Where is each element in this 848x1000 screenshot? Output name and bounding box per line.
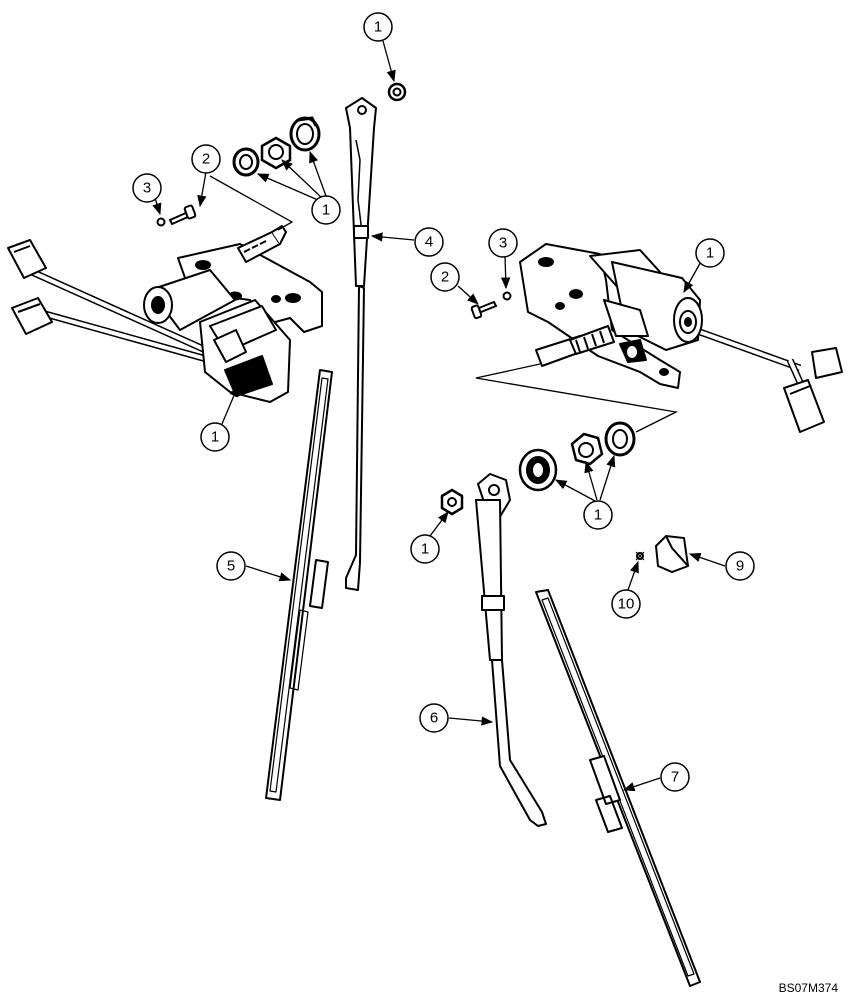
- callout-1-left-motor: 1: [200, 422, 230, 452]
- callout-7-right-blade: 7: [660, 762, 690, 792]
- callout-2-right-washer: 2: [430, 262, 460, 292]
- svg-text:3: 3: [143, 180, 151, 197]
- callout-10-screw: 10: [611, 589, 641, 619]
- callout-1-right-nut: 1: [410, 534, 440, 564]
- drawing-reference-number: BS07M374: [779, 981, 839, 995]
- svg-text:1: 1: [706, 245, 714, 262]
- left-wiper-arm: [345, 97, 377, 591]
- svg-text:4: 4: [425, 234, 433, 251]
- right-mounting-hardware: [440, 291, 690, 574]
- svg-text:3: 3: [499, 235, 507, 252]
- left-wiper-blade: [265, 369, 333, 801]
- right-wiper-blade: [535, 589, 701, 987]
- right-wiper-arm: [475, 473, 547, 827]
- svg-text:1: 1: [594, 507, 602, 524]
- svg-text:2: 2: [202, 151, 210, 168]
- callout-1-left-hardware: 1: [311, 195, 341, 225]
- svg-text:10: 10: [618, 596, 635, 613]
- callout-3-left-bolt: 3: [132, 173, 162, 203]
- svg-text:1: 1: [211, 429, 219, 446]
- callout-1-right-motor: 1: [695, 238, 725, 268]
- right-wiper-motor: [519, 243, 843, 433]
- callout-9-clip: 9: [725, 551, 755, 581]
- svg-text:9: 9: [736, 558, 744, 575]
- callout-1-right-hardware: 1: [583, 500, 613, 530]
- callout-1-top-nut: 1: [363, 12, 393, 42]
- svg-text:6: 6: [430, 710, 438, 727]
- svg-text:1: 1: [374, 19, 382, 36]
- svg-text:7: 7: [671, 769, 679, 786]
- callout-6-right-arm: 6: [419, 703, 449, 733]
- svg-text:5: 5: [227, 558, 235, 575]
- svg-text:1: 1: [322, 202, 330, 219]
- leader-lines: [152, 40, 726, 792]
- left-wiper-motor: [7, 225, 323, 403]
- callout-3-right-bolt: 3: [488, 228, 518, 258]
- callout-4-left-arm: 4: [414, 227, 444, 257]
- callout-5-left-blade: 5: [216, 551, 246, 581]
- callout-2-left-washer: 2: [191, 144, 221, 174]
- svg-text:1: 1: [421, 541, 429, 558]
- svg-text:2: 2: [441, 269, 449, 286]
